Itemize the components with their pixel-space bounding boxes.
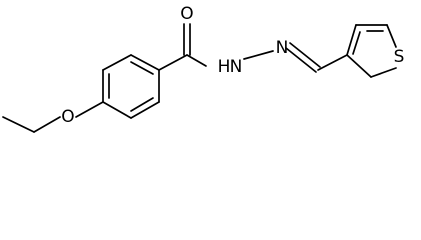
chemical-structure: O O N H N S	[2, 4, 404, 133]
benzene-ring	[102, 54, 160, 119]
ring-inner-double-bond	[130, 61, 154, 75]
ring-inner-double-bond	[352, 31, 361, 55]
bond-ring-carbonyl	[158, 54, 188, 71]
ring-inner-double-bond	[130, 97, 154, 112]
thiophene-sulfur-label: S	[394, 47, 405, 67]
bond-nh-n	[243, 50, 274, 60]
bond-ethyl-ch2	[33, 116, 61, 133]
atom-labels: O O N H N S	[61, 4, 404, 127]
ring-bond	[102, 101, 132, 119]
bond-ethyl-ch3	[2, 116, 35, 133]
amide-nitrogen-label: N	[230, 57, 243, 77]
ring-bond	[370, 67, 397, 78]
carbonyl-oxygen-label: O	[180, 4, 193, 24]
ring-bond	[130, 101, 160, 119]
imine-double-bond	[289, 42, 321, 68]
imine-nitrogen-label: N	[276, 38, 289, 58]
ring-bond	[386, 24, 397, 48]
amide-hydrogen-label: H	[218, 57, 231, 77]
ethoxy-group	[2, 101, 104, 133]
ring-bond	[130, 54, 160, 71]
bond-carbonyl-nh	[186, 54, 207, 67]
bond-ether-o-ring	[75, 101, 104, 118]
ring-bond	[346, 24, 357, 56]
ether-oxygen-label: O	[61, 107, 74, 127]
imine-double-bond	[285, 47, 317, 73]
ring-bond	[346, 54, 372, 78]
bond-ch-thiophene	[317, 54, 348, 71]
thiophene-ring	[346, 24, 397, 78]
hydrazide-linker	[158, 23, 348, 73]
ring-bond	[102, 54, 132, 71]
